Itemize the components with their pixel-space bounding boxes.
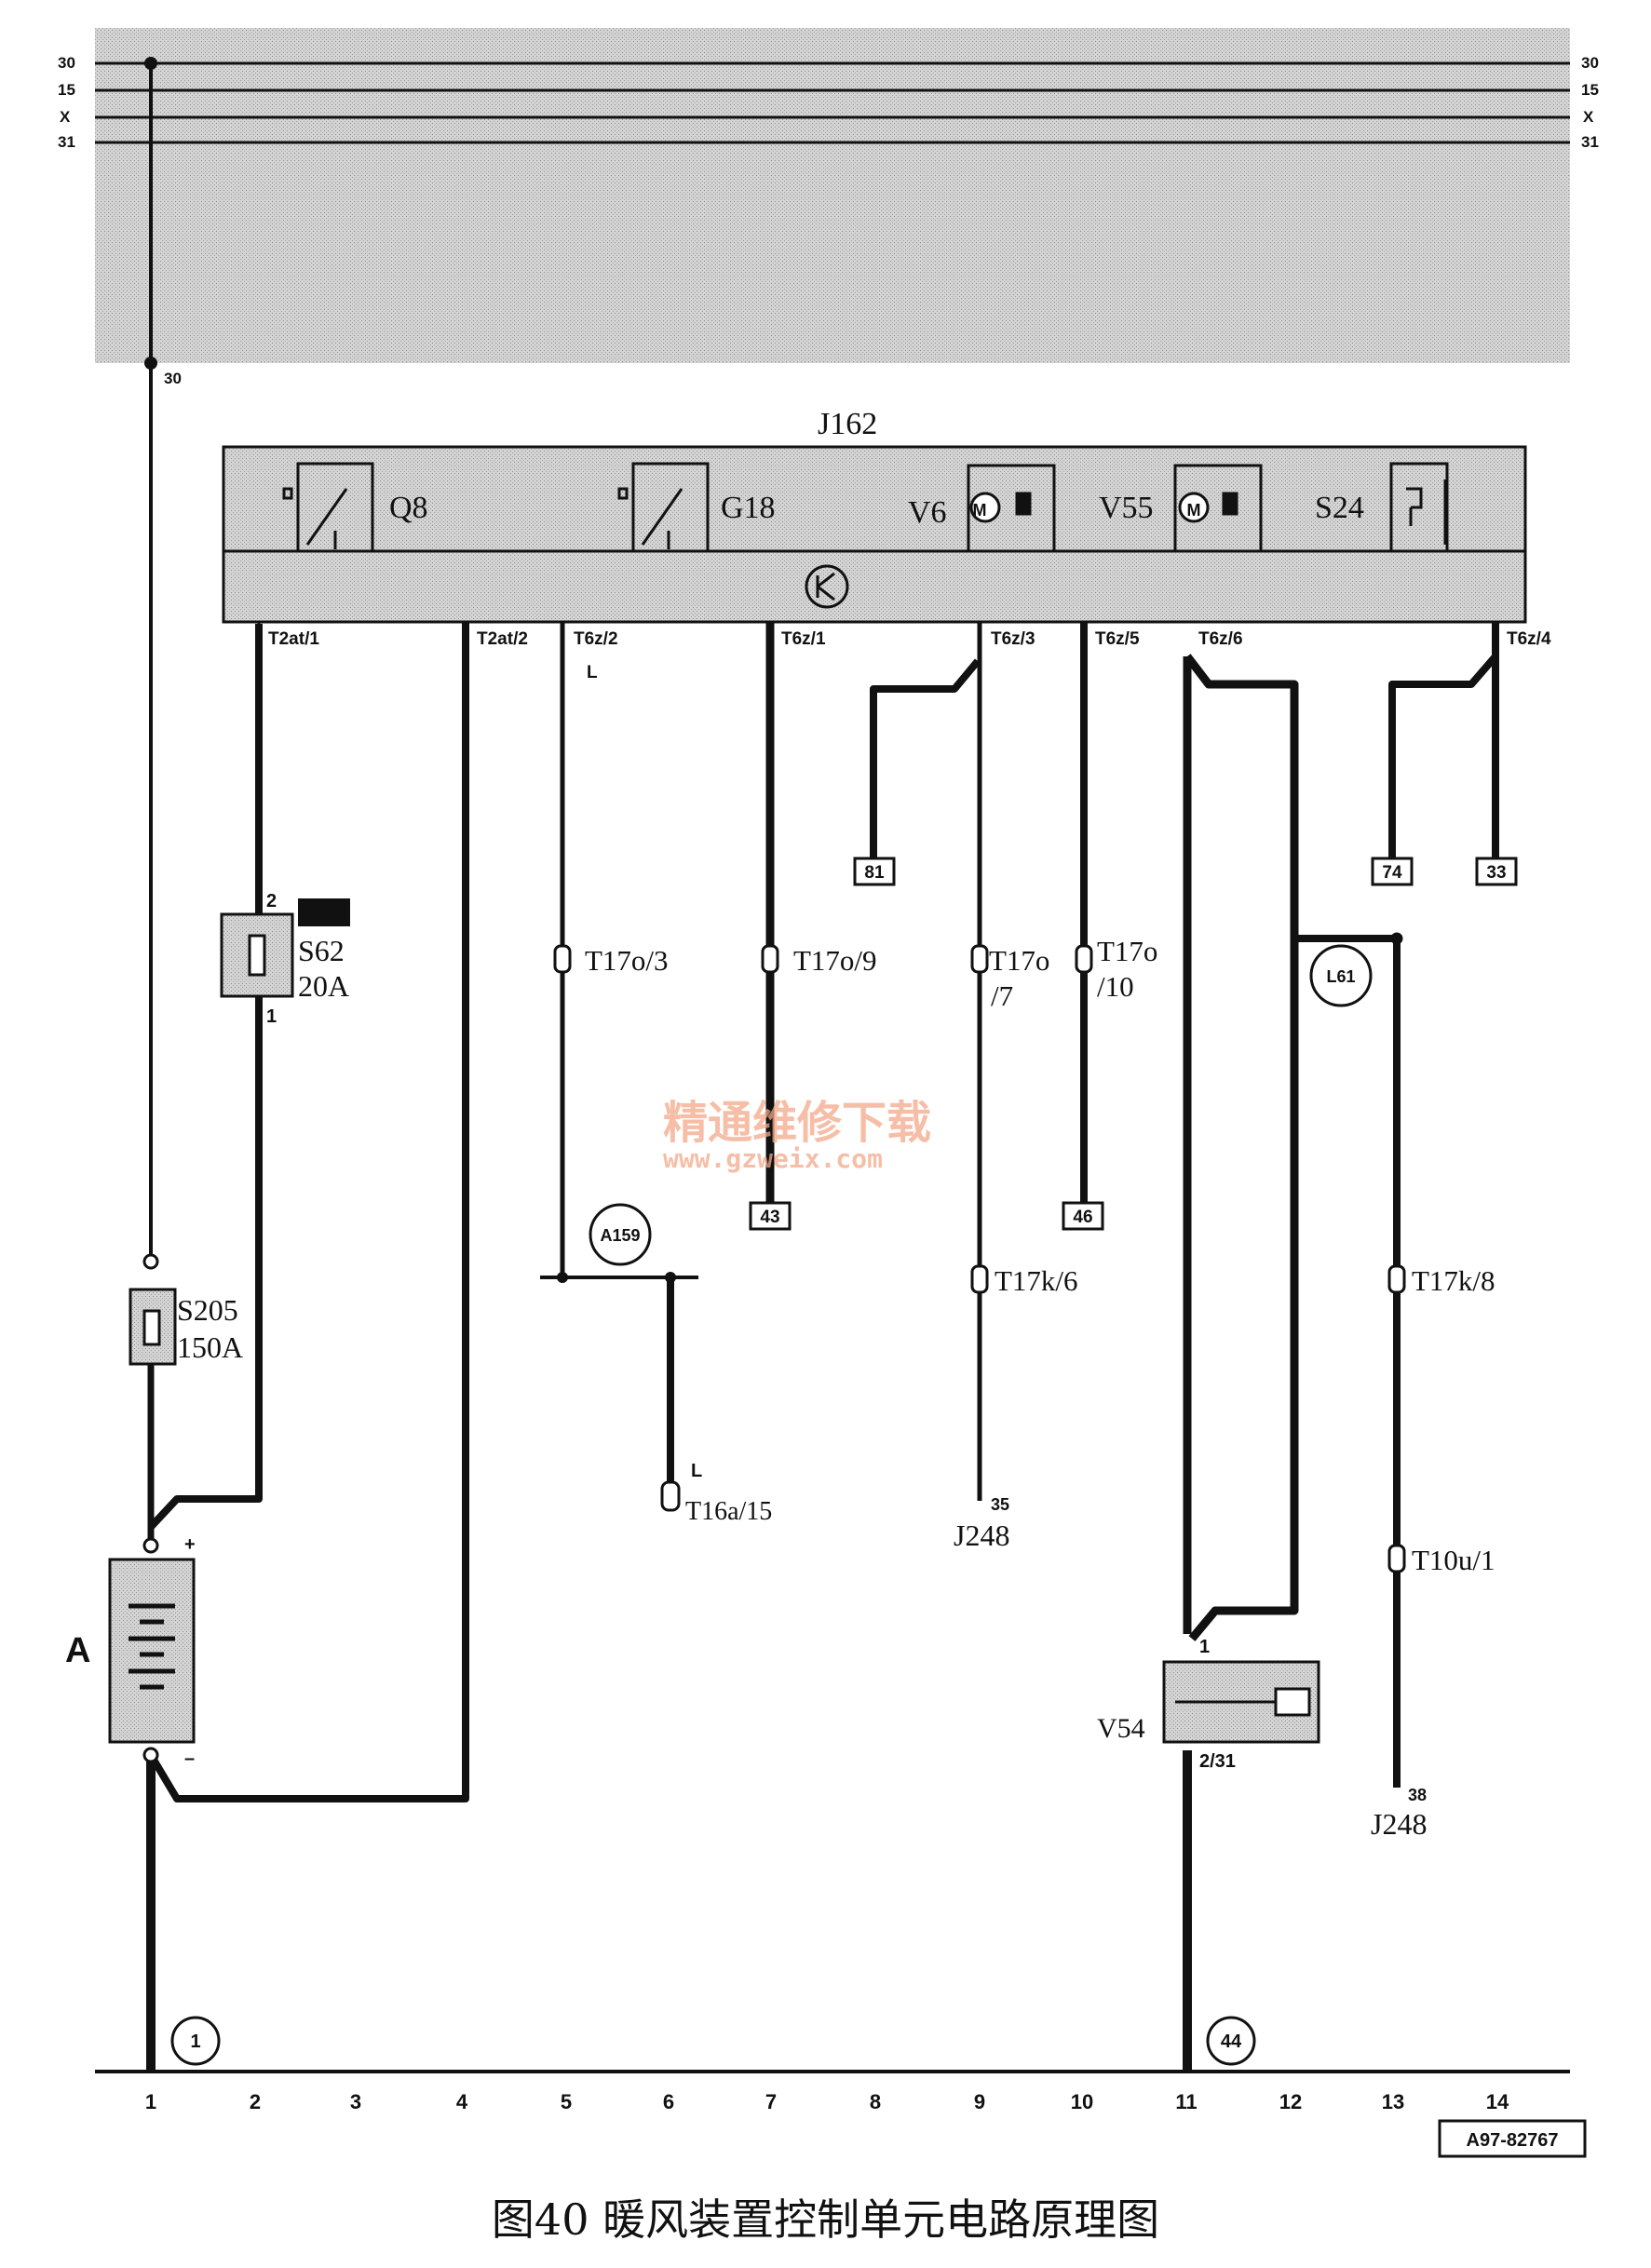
battery-minus: – bbox=[184, 1748, 195, 1769]
t16a-marker-l: L bbox=[691, 1461, 702, 1481]
pin-t6z-5: T6z/5 bbox=[1095, 629, 1140, 649]
j248-pin-35: 35 bbox=[991, 1495, 1009, 1514]
col-4: 4 bbox=[456, 2090, 468, 2113]
bus-label-31-left: 31 bbox=[58, 133, 75, 151]
junction-l61: L61 bbox=[1326, 967, 1355, 986]
v54-pin-bottom: 2/31 bbox=[1199, 1751, 1236, 1772]
col-11: 11 bbox=[1175, 2090, 1197, 2113]
svg-text:M: M bbox=[1187, 501, 1201, 520]
bus-label-31-right: 31 bbox=[1581, 133, 1599, 151]
s62-pin-bottom: 1 bbox=[266, 1006, 277, 1027]
motor-v54: 1 2/31 V54 bbox=[1097, 1637, 1320, 1772]
ground-points: 1 44 bbox=[170, 2016, 1256, 2066]
s62-rating: 20A bbox=[298, 969, 349, 1003]
component-v6: V6 bbox=[908, 495, 947, 530]
bus-label-15-left: 15 bbox=[58, 81, 75, 99]
conn-t17o-3: T17o/3 bbox=[585, 944, 669, 977]
pin-t2at-2: T2at/2 bbox=[477, 629, 528, 649]
watermark-line2: www.gzweix.com bbox=[663, 1143, 883, 1174]
battery-plus: + bbox=[184, 1534, 196, 1555]
bus-label-30-right: 30 bbox=[1581, 54, 1599, 72]
bus-label-15-right: 15 bbox=[1581, 81, 1599, 99]
figure-caption: 图40 暖风装置控制单元电路原理图 bbox=[491, 2194, 1160, 2245]
component-v55: V55 bbox=[1099, 491, 1154, 525]
reference-boxes: 81 74 33 43 46 bbox=[749, 857, 1518, 1231]
conn-t17o-10b: /10 bbox=[1097, 970, 1134, 1003]
conn-t17o-10a: T17o bbox=[1097, 935, 1157, 967]
col-2: 2 bbox=[250, 2090, 261, 2113]
pin-t6z-3: T6z/3 bbox=[991, 629, 1035, 649]
col-12: 12 bbox=[1279, 2090, 1302, 2113]
pin-t2at-1: T2at/1 bbox=[268, 629, 319, 649]
conn-t17o-9: T17o/9 bbox=[793, 944, 877, 977]
col-3: 3 bbox=[350, 2090, 361, 2113]
s62-name: S62 bbox=[298, 934, 345, 967]
j248-pin-38: 38 bbox=[1408, 1786, 1427, 1804]
ref-74: 74 bbox=[1382, 863, 1402, 883]
bus-label-30-left: 30 bbox=[58, 54, 75, 72]
s62-pin-top: 2 bbox=[266, 891, 277, 911]
col-13: 13 bbox=[1382, 2090, 1404, 2113]
pin-t6z-1: T6z/1 bbox=[781, 629, 826, 649]
wires bbox=[95, 63, 1570, 2073]
ref-33: 33 bbox=[1486, 863, 1506, 883]
ground-44: 44 bbox=[1221, 2032, 1242, 2052]
conn-t16a-15: T16a/15 bbox=[685, 1497, 772, 1526]
component-g18: G18 bbox=[721, 491, 776, 525]
watermark-line1: 精通维修下载 bbox=[663, 1097, 931, 1149]
ref-81: 81 bbox=[864, 863, 885, 883]
connectors: T17o/3 T17o/9 T17o /7 T17o /10 T17k/6 T1… bbox=[553, 935, 1495, 1576]
v54-name: V54 bbox=[1097, 1713, 1145, 1744]
s205-name: S205 bbox=[177, 1293, 238, 1327]
junction-a159: A159 bbox=[600, 1226, 640, 1245]
s205-rating: 150A bbox=[177, 1330, 243, 1364]
v54-pin-top: 1 bbox=[1199, 1637, 1210, 1657]
col-14: 14 bbox=[1486, 2090, 1509, 2113]
col-8: 8 bbox=[870, 2090, 881, 2113]
j248-label-1: J248 bbox=[954, 1519, 1009, 1552]
col-7: 7 bbox=[765, 2090, 777, 2113]
module-name: J162 bbox=[818, 407, 877, 441]
pin-t6z-4: T6z/4 bbox=[1507, 629, 1551, 649]
conn-t17k-8: T17k/8 bbox=[1412, 1264, 1495, 1297]
pin-t6z-2: T6z/2 bbox=[574, 629, 618, 649]
bus-label-x-right: X bbox=[1583, 108, 1594, 126]
document-id: A97-82767 bbox=[1438, 2119, 1587, 2158]
component-q8: Q8 bbox=[389, 491, 428, 525]
ref-43: 43 bbox=[760, 1208, 779, 1227]
col-1: 1 bbox=[145, 2090, 156, 2113]
junctions: A159 L61 bbox=[557, 944, 1373, 1283]
conn-t17o-7b: /7 bbox=[991, 979, 1013, 1012]
pin-t6z-6: T6z/6 bbox=[1198, 629, 1243, 649]
watermark: 精通维修下载 www.gzweix.com bbox=[663, 1097, 931, 1174]
bus-tap-label: 30 bbox=[164, 370, 182, 387]
pin-marker-l: L bbox=[587, 663, 598, 682]
component-s24: S24 bbox=[1315, 491, 1364, 525]
fuse-s205: S205 150A bbox=[129, 1253, 243, 1366]
conn-t17k-6: T17k/6 bbox=[995, 1264, 1078, 1297]
fuse-s62: 2 1 S62 20A bbox=[220, 891, 350, 1027]
bus-label-x-left: X bbox=[60, 108, 71, 126]
svg-text:M: M bbox=[973, 501, 987, 520]
bus-area: 30 15 X 31 30 15 X 31 30 bbox=[58, 28, 1599, 387]
conn-t17o-7a: T17o bbox=[989, 944, 1049, 977]
j248-refs: 35 38 J248 J248 bbox=[954, 1495, 1427, 1841]
ref-46: 46 bbox=[1073, 1208, 1092, 1227]
control-unit-j162: J162 M bbox=[222, 407, 1551, 682]
conn-t10u-1: T10u/1 bbox=[1412, 1544, 1495, 1576]
j248-label-2: J248 bbox=[1371, 1807, 1427, 1841]
doc-id-text: A97-82767 bbox=[1467, 2130, 1559, 2151]
column-numbers: 1 2 3 4 5 6 7 8 9 10 11 12 13 14 bbox=[145, 2090, 1509, 2113]
ground-1: 1 bbox=[190, 2032, 200, 2052]
battery-name: A bbox=[65, 1631, 90, 1670]
col-10: 10 bbox=[1071, 2090, 1093, 2113]
col-6: 6 bbox=[663, 2090, 674, 2113]
col-5: 5 bbox=[561, 2090, 572, 2113]
col-9: 9 bbox=[974, 2090, 985, 2113]
battery-a: A + – bbox=[65, 1534, 196, 1769]
